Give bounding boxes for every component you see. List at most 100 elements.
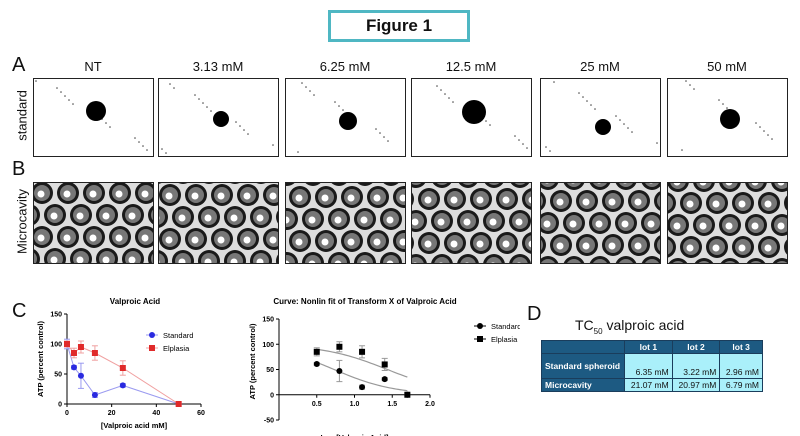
y-tick-label: 100 [50,342,62,349]
data-point [119,382,126,389]
y-tick-label: 50 [54,372,62,379]
table-row: Microcavity 21.07 mM 20.97 mM 6.79 mM [541,378,763,392]
x-tick-label: 40 [152,410,160,417]
table-row: Standard spheroid 6.35 mM 3.22 mM 2.96 m… [541,353,763,379]
x-tick-label: 1.5 [387,401,397,408]
data-point [70,364,77,371]
spheroid-image [667,78,788,157]
spheroid [720,109,740,129]
x-tick-label: 60 [197,410,205,417]
value-cell: 21.07 mM [624,378,673,392]
data-point [77,344,84,350]
data-point [381,361,388,368]
microcavity-image [540,182,661,264]
data-point [91,392,98,398]
value-cell: 2.96 mM [719,353,763,379]
data-point [70,350,77,356]
tc50-table: lot 1 lot 2 lot 3 Standard spheroid 6.35… [541,340,763,392]
table-title-main: TC [575,317,594,333]
spheroid-image [33,78,154,157]
data-point [336,343,343,350]
row-label: Standard spheroid [541,353,625,379]
concentration-label: 3.13 mM [192,59,244,74]
panel-letter-c: C [12,300,27,322]
data-point [313,360,320,367]
spheroid-image [158,78,279,157]
value-cell: 6.79 mM [719,378,763,392]
concentration-label: NT [84,59,102,74]
x-tick-label: 20 [108,410,116,417]
spheroid [86,101,106,121]
series-line [66,343,179,405]
table-header-row: lot 1 lot 2 lot 3 [541,340,763,354]
header-cell [541,340,625,354]
data-point [381,376,388,383]
data-point [359,348,366,355]
legend-marker [477,323,483,329]
spheroid [595,119,611,135]
fit-curve [316,361,408,392]
y-tick-label: -50 [264,418,274,425]
spheroid-image [411,78,532,157]
data-point [313,348,320,355]
x-tick-label: 0 [65,410,69,417]
concentration-label: 12.5 mM [445,59,497,74]
data-point [175,401,182,407]
microcavity-image [667,182,788,264]
row-label: Microcavity [541,378,625,392]
panel-letter-d: D [527,303,542,325]
header-cell: lot 2 [671,340,721,354]
panel-letter-b: B [12,158,26,180]
x-tick-label: 2.0 [425,401,435,408]
figure-title: Figure 1 [328,10,470,42]
legend-marker [477,336,483,342]
header-cell: lot 1 [624,340,673,354]
value-cell: 3.22 mM [671,353,721,379]
y-axis-label: ATP (percent control) [248,323,257,399]
chart-title: Valproic Acid [110,297,161,306]
concentration-label: 50 mM [707,59,747,74]
spheroid-image [540,78,661,157]
spheroid [339,112,357,130]
panel-letter-a: A [12,54,26,76]
table-title: TC50 valproic acid [575,317,684,336]
microcavity-image [285,182,406,264]
chart-title: Curve: Nonlin fit of Transform X of Valp… [273,297,456,306]
y-tick-label: 150 [262,317,274,324]
y-tick-label: 0 [58,402,62,409]
fit-curve [316,348,408,378]
row-label-microcavity: Microcavity [14,189,30,255]
y-axis-label: ATP (percent control) [36,321,45,397]
legend-label: Elplasia [491,335,518,344]
x-axis-label: [Valproic acid mM] [101,421,168,430]
legend-label: Standard [491,322,520,331]
microcavity-image [33,182,154,264]
legend-label: Standard [163,331,193,340]
y-tick-label: 50 [266,367,274,374]
x-tick-label: 1.0 [350,401,360,408]
data-point [336,368,343,375]
spheroid [462,100,486,124]
legend-marker [149,345,155,351]
data-point [91,350,98,356]
y-tick-label: 100 [262,342,274,349]
header-cell: lot 3 [719,340,763,354]
data-point [359,384,366,391]
spheroid [213,111,229,127]
data-point [119,365,126,371]
spheroid-image [285,78,406,157]
legend-marker [149,332,155,338]
concentration-label: 6.25 mM [319,59,371,74]
microcavity-image [411,182,532,264]
data-point [404,391,411,398]
microcavity-image [158,182,279,264]
value-cell: 20.97 mM [671,378,721,392]
data-point [77,372,84,379]
table-title-rest: valproic acid [602,317,685,333]
data-point [64,341,70,347]
row-label-standard: standard [14,90,30,141]
value-cell: 6.35 mM [624,353,673,379]
chart-nonlin-fit: Curve: Nonlin fit of Transform X of Valp… [248,297,520,436]
y-tick-label: 0 [270,392,274,399]
